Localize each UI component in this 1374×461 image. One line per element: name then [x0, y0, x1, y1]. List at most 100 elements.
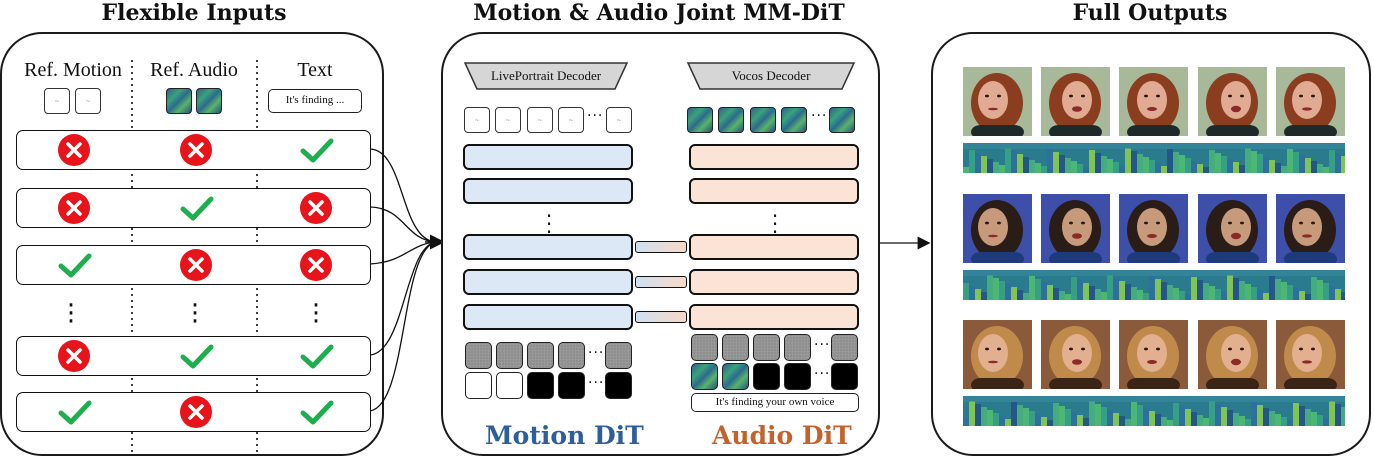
- cross-icon: [178, 247, 214, 283]
- audio-noise-token: [691, 334, 718, 361]
- audio-mask-token: [784, 363, 811, 390]
- cross-icon: [56, 338, 92, 374]
- text-prompt-box: It's finding ...: [268, 89, 362, 113]
- motion-output-frame: ~: [495, 107, 521, 133]
- audio-noise-token: [831, 334, 858, 361]
- column-header-text: Text: [297, 59, 333, 81]
- audio-dit-block: [689, 304, 859, 330]
- audio-condition-spectrogram: [722, 363, 749, 390]
- motion-mask-token: [558, 372, 585, 399]
- motion-output-frame: ~: [606, 107, 632, 133]
- output-video-frame: [1276, 67, 1345, 136]
- ref-motion-frame-1: ~: [44, 88, 70, 114]
- audio-text-prompt-box: It's finding your own voice: [691, 393, 859, 412]
- decoder-shape: [686, 62, 856, 90]
- motion-condition-frame: [465, 372, 492, 399]
- ellipsis: ···: [587, 108, 604, 124]
- joint-attention-bridge: [635, 311, 687, 323]
- output-audio-spectrogram: [963, 143, 1345, 173]
- motion-dit-block: [463, 178, 633, 204]
- motion-mask-token: [527, 372, 554, 399]
- column-header-ref-audio: Ref. Audio: [150, 59, 238, 81]
- check-icon: [178, 338, 214, 374]
- flexible-inputs-title: Flexible Inputs: [101, 0, 287, 26]
- audio-dit-block: [689, 178, 859, 204]
- cross-icon: [178, 394, 214, 430]
- output-video-frame: [1276, 320, 1345, 389]
- output-video-frame: [1276, 194, 1345, 263]
- output-video-frame: [1119, 67, 1188, 136]
- ellipsis: ···: [588, 375, 605, 391]
- output-video-frame: [1041, 67, 1110, 136]
- audio-dit-block: [689, 269, 859, 295]
- output-video-frame: [1041, 194, 1110, 263]
- audio-dit-block: [689, 234, 859, 260]
- output-video-frame: [1198, 194, 1267, 263]
- audio-noise-token: [722, 334, 749, 361]
- output-video-frame: [1198, 320, 1267, 389]
- audio-output-spectrogram: [750, 107, 776, 133]
- motion-dit-block: [463, 304, 633, 330]
- audio-noise-token: [753, 334, 780, 361]
- motion-noise-token: [527, 342, 554, 369]
- audio-output-spectrogram: [687, 107, 713, 133]
- liveportrait-decoder-label: LivePortrait Decoder: [490, 68, 602, 83]
- audio-dit-label: Audio DiT: [712, 421, 852, 450]
- output-video-frame: [963, 194, 1032, 263]
- ref-motion-frame-2: ~: [75, 88, 101, 114]
- ellipsis: ···: [814, 337, 831, 353]
- audio-mask-token: [831, 363, 858, 390]
- vocos-decoder: Vocos Decoder: [686, 62, 856, 90]
- cross-icon: [56, 132, 92, 168]
- motion-noise-token: [465, 342, 492, 369]
- ellipsis: ···: [588, 345, 605, 361]
- check-icon: [56, 247, 92, 283]
- cross-icon: [298, 190, 334, 226]
- full-outputs-title: Full Outputs: [1072, 0, 1228, 26]
- output-video-frame: [963, 67, 1032, 136]
- output-video-frame: [1198, 67, 1267, 136]
- audio-condition-spectrogram: [691, 363, 718, 390]
- motion-output-frame: ~: [527, 107, 553, 133]
- output-audio-spectrogram: [963, 396, 1345, 426]
- vocos-decoder-label: Vocos Decoder: [731, 68, 811, 83]
- more-blocks-dots: ···: [771, 204, 779, 244]
- motion-output-frame: ~: [464, 107, 490, 133]
- more-rows-dots: ···: [190, 291, 200, 337]
- motion-noise-token: [496, 342, 523, 369]
- column-header-ref-motion: Ref. Motion: [24, 59, 122, 81]
- full-outputs-panel: [931, 32, 1371, 456]
- ellipsis: ···: [814, 366, 831, 382]
- motion-noise-token: [605, 342, 632, 369]
- audio-noise-token: [784, 334, 811, 361]
- check-icon: [298, 394, 334, 430]
- audio-output-spectrogram: [718, 107, 744, 133]
- output-video-frame: [1119, 320, 1188, 389]
- cross-icon: [178, 132, 214, 168]
- output-video-frame: [963, 320, 1032, 389]
- motion-noise-token: [558, 342, 585, 369]
- output-video-frame: [1119, 194, 1188, 263]
- motion-dit-block: [463, 144, 633, 170]
- ref-audio-spectrogram-1: [166, 88, 192, 114]
- audio-output-spectrogram: [781, 107, 807, 133]
- decoder-shape: [463, 62, 629, 90]
- ref-audio-spectrogram-2: [196, 88, 222, 114]
- check-icon: [298, 132, 334, 168]
- more-rows-dots: ···: [311, 291, 321, 337]
- audio-output-spectrogram: [829, 107, 855, 133]
- cross-icon: [56, 190, 92, 226]
- motion-dit-block: [463, 234, 633, 260]
- check-icon: [178, 190, 214, 226]
- output-video-frame: [1041, 320, 1110, 389]
- joint-attention-bridge: [635, 276, 687, 288]
- check-icon: [298, 338, 334, 374]
- flexible-inputs-panel: Ref. Motion Ref. Audio Text ~ ~ It's fin…: [0, 32, 384, 456]
- ellipsis: ···: [811, 108, 828, 124]
- motion-condition-frame: [496, 372, 523, 399]
- more-blocks-dots: ···: [545, 204, 553, 244]
- motion-dit-block: [463, 269, 633, 295]
- output-audio-spectrogram: [963, 270, 1345, 300]
- motion-dit-label: Motion DiT: [485, 421, 644, 450]
